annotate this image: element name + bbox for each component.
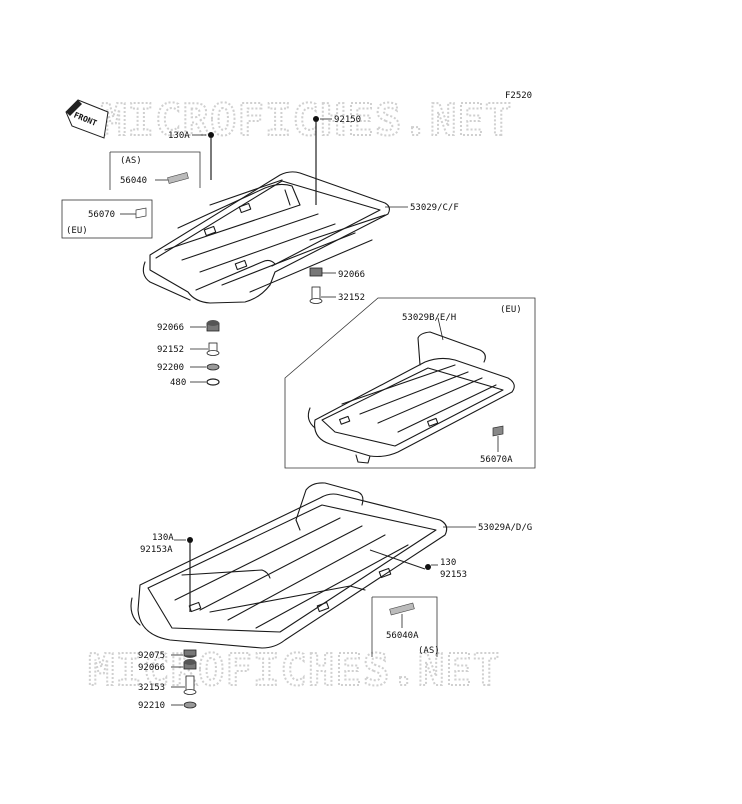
collar-32153 <box>183 675 197 695</box>
label-53029BEH: 53029B/E/H <box>402 313 456 323</box>
label-56070: 56070 <box>88 210 115 220</box>
decal-56040 <box>167 172 189 184</box>
figure-code: F2520 <box>505 91 532 101</box>
label-32152: 32152 <box>338 293 365 303</box>
label-as-top: (AS) <box>120 156 142 166</box>
label-53029CF: 53029/C/F <box>410 203 459 213</box>
label-92150: 92150 <box>334 115 361 125</box>
decal-56040A <box>389 602 415 616</box>
label-as-bottom: (AS) <box>418 646 440 656</box>
as-box-top <box>110 151 201 188</box>
label-eu-box: (EU) <box>500 305 522 315</box>
label-56040: 56040 <box>120 176 147 186</box>
ring-480 <box>206 378 220 386</box>
bolt-92150 <box>313 116 319 205</box>
collar-92152 <box>206 342 220 356</box>
label-eu-left: (EU) <box>66 226 88 236</box>
label-92153: 92153 <box>440 570 467 580</box>
label-56040A: 56040A <box>386 631 419 641</box>
label-32153: 32153 <box>138 683 165 693</box>
label-130: 130 <box>440 558 456 568</box>
as-box-bottom <box>372 596 438 657</box>
watermark-top: MICROFICHES.NET <box>100 95 512 146</box>
bolt-130A-mid <box>187 537 193 612</box>
label-92066-right: 92066 <box>338 270 365 280</box>
decal-56070A <box>492 425 504 437</box>
spacer-92066-left <box>206 320 220 332</box>
eu-rack <box>307 331 515 464</box>
label-92075: 92075 <box>138 651 165 661</box>
spacer-92066-bottom <box>183 659 197 670</box>
label-130A-top: 130A <box>168 131 190 141</box>
eu-box-left <box>61 199 153 239</box>
lower-rack <box>130 482 448 649</box>
label-92066-bottom: 92066 <box>138 663 165 673</box>
washer-92200 <box>206 363 220 371</box>
label-53029ADG: 53029A/D/G <box>478 523 532 533</box>
bolt-130-right <box>369 549 431 570</box>
label-92210: 92210 <box>138 701 165 711</box>
watermark-bottom: MICROFICHES.NET <box>88 645 500 696</box>
spacer-92075 <box>183 649 197 658</box>
nut-92210 <box>183 701 197 709</box>
eu-rack-box <box>284 297 536 469</box>
label-480: 480 <box>170 378 186 388</box>
label-92066-left: 92066 <box>157 323 184 333</box>
spacer-92066-right <box>309 267 323 277</box>
label-130A-mid: 130A <box>152 533 174 543</box>
bolt-130A-top <box>208 132 214 180</box>
front-arrow-icon: FRONT <box>65 99 109 139</box>
label-56070A: 56070A <box>480 455 513 465</box>
label-92200: 92200 <box>157 363 184 373</box>
upper-rack <box>142 171 391 304</box>
label-92152: 92152 <box>157 345 184 355</box>
label-92153A: 92153A <box>140 545 173 555</box>
decal-56070 <box>135 207 147 219</box>
collar-32152 <box>309 286 323 304</box>
